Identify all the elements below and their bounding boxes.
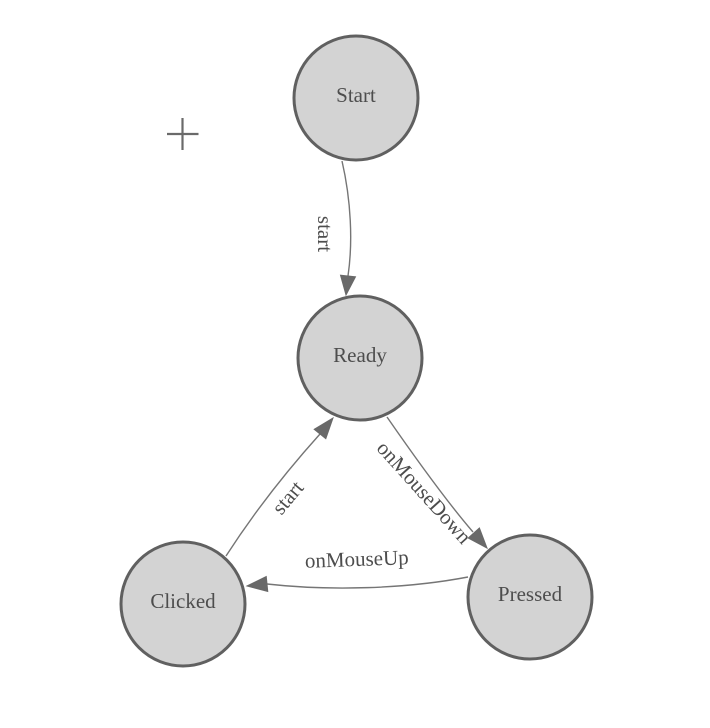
node-ready-circle[interactable] — [296, 294, 424, 422]
edge-clicked-to-ready-line[interactable] — [225, 433, 321, 557]
node-start-circle[interactable] — [292, 34, 420, 162]
node-clicked-circle[interactable] — [119, 540, 247, 668]
edge-ready-to-pressed-line[interactable] — [386, 416, 474, 533]
edge-label-onmouseup: onMouseUp — [304, 545, 409, 573]
arrowhead-icon — [339, 274, 357, 297]
arrowhead-icon — [467, 527, 488, 550]
arrowhead-icon — [245, 575, 269, 593]
edge-start-to-ready[interactable]: start — [313, 160, 357, 297]
edge-pressed-to-clicked-line[interactable] — [266, 576, 469, 589]
node-pressed-circle[interactable] — [466, 533, 594, 661]
edge-ready-to-pressed[interactable]: onMouseDown — [372, 416, 488, 550]
crosshair-cursor-icon — [167, 118, 199, 150]
node-pressed-label: Pressed — [498, 582, 563, 606]
node-clicked-label: Clicked — [150, 589, 216, 613]
node-clicked[interactable]: Clicked — [119, 540, 247, 668]
node-ready[interactable]: Ready — [296, 294, 424, 422]
edge-label-start-1: start — [313, 216, 337, 252]
node-start-label: Start — [336, 83, 376, 107]
node-start[interactable]: Start — [292, 34, 420, 162]
edge-pressed-to-clicked[interactable]: onMouseUp — [245, 545, 469, 593]
edge-clicked-to-ready[interactable]: start — [225, 416, 334, 557]
edge-label-onmousedown: onMouseDown — [372, 436, 477, 549]
edge-start-to-ready-line[interactable] — [341, 160, 352, 277]
node-pressed[interactable]: Pressed — [466, 533, 594, 661]
arrowhead-icon — [313, 416, 334, 440]
node-ready-label: Ready — [333, 343, 387, 367]
edge-label-start-2: start — [267, 476, 309, 519]
